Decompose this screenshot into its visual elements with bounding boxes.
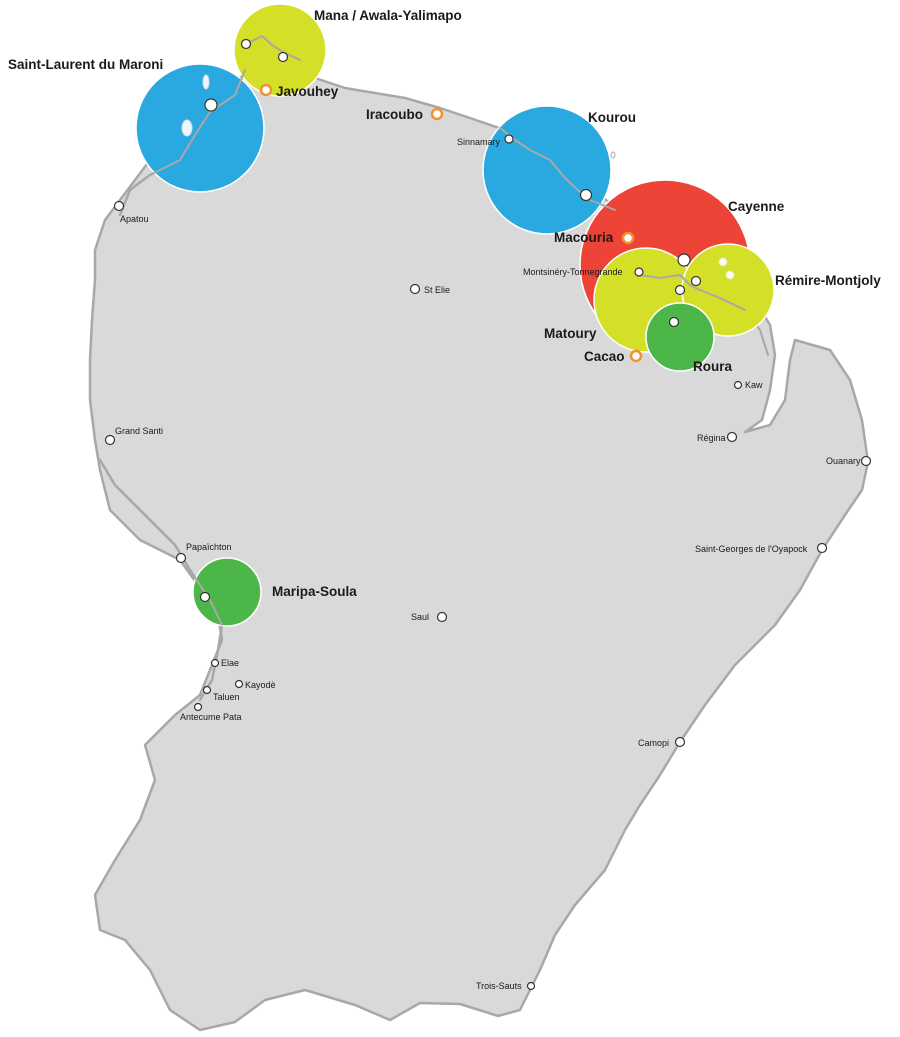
label-taluen: Taluen [213, 692, 240, 702]
island [718, 257, 728, 267]
point-apatou [113, 200, 125, 212]
point-camopi [674, 736, 686, 748]
point-saint-georges [816, 542, 828, 554]
point-macouria [621, 231, 635, 245]
label-saul: Saul [411, 612, 429, 622]
land-area [88, 48, 870, 1032]
bubble-roura [645, 302, 715, 372]
label-antecume: Antecume Pata [180, 712, 242, 722]
label-remire: Rémire-Montjoly [775, 273, 881, 288]
point-kayode [234, 679, 244, 689]
label-kourou: Kourou [588, 110, 636, 125]
label-saint-georges: Saint-Georges de l'Oyapock [695, 544, 808, 554]
point-cacao [629, 349, 643, 363]
point-saul [436, 611, 448, 623]
label-trois-sauts: Trois-Sauts [476, 981, 522, 991]
label-maripa: Maripa-Soula [272, 584, 357, 599]
point-cayenne [677, 253, 691, 267]
label-ouanary: Ouanary [826, 456, 861, 466]
river-maroni-overlay [135, 69, 246, 186]
point-ouanary [860, 455, 872, 467]
point-taluen [202, 685, 212, 695]
point-regina [726, 431, 738, 443]
point-matoury [674, 284, 686, 296]
label-apatou: Apatou [120, 214, 149, 224]
point-kaw [733, 380, 743, 390]
label-iracoubo: Iracoubo [366, 107, 423, 122]
point-maripa [199, 591, 211, 603]
river-comte-overlay [639, 274, 746, 311]
point-st-elie [409, 283, 421, 295]
point-sinnamary [504, 134, 514, 144]
point-saint-laurent [204, 98, 218, 112]
label-st-elie: St Elie [424, 285, 450, 295]
point-javouhey [259, 83, 273, 97]
point-remire [690, 275, 702, 287]
island [610, 151, 616, 159]
label-montsinery: Montsinéry-Tonnegrande [523, 267, 623, 277]
point-grand-santi [104, 434, 116, 446]
point-roura [668, 316, 680, 328]
label-kaw: Kaw [745, 380, 763, 390]
point-papaichton [175, 552, 187, 564]
label-javouhey: Javouhey [276, 84, 339, 99]
point-trois-sauts [526, 981, 536, 991]
point-elae [210, 658, 220, 668]
point-kourou [579, 188, 593, 202]
point-antecume [193, 702, 203, 712]
label-camopi: Camopi [638, 738, 669, 748]
label-grand-santi: Grand Santi [115, 426, 163, 436]
label-matoury: Matoury [544, 326, 597, 341]
island [202, 74, 210, 90]
point-iracoubo [430, 107, 444, 121]
label-macouria: Macouria [554, 230, 614, 245]
label-papaichton: Papaïchton [186, 542, 232, 552]
bubble-kourou [482, 105, 612, 235]
bubble-maripa [192, 557, 262, 627]
label-mana: Mana / Awala-Yalimapo [314, 8, 462, 23]
label-saint-laurent: Saint-Laurent du Maroni [8, 57, 163, 72]
river-maripa-overlay [189, 569, 223, 626]
island [725, 270, 735, 280]
island [181, 119, 193, 137]
point-mana [240, 38, 252, 50]
label-elae: Elae [221, 658, 239, 668]
label-roura: Roura [693, 359, 732, 374]
label-cacao: Cacao [584, 349, 625, 364]
river-mana-overlay [249, 35, 301, 61]
label-cayenne: Cayenne [728, 199, 785, 214]
label-sinnamary: Sinnamary [457, 137, 501, 147]
label-kayode: Kayodè [245, 680, 276, 690]
point-montsinery [634, 267, 644, 277]
point-awala [277, 51, 289, 63]
label-regina: Régina [697, 433, 726, 443]
